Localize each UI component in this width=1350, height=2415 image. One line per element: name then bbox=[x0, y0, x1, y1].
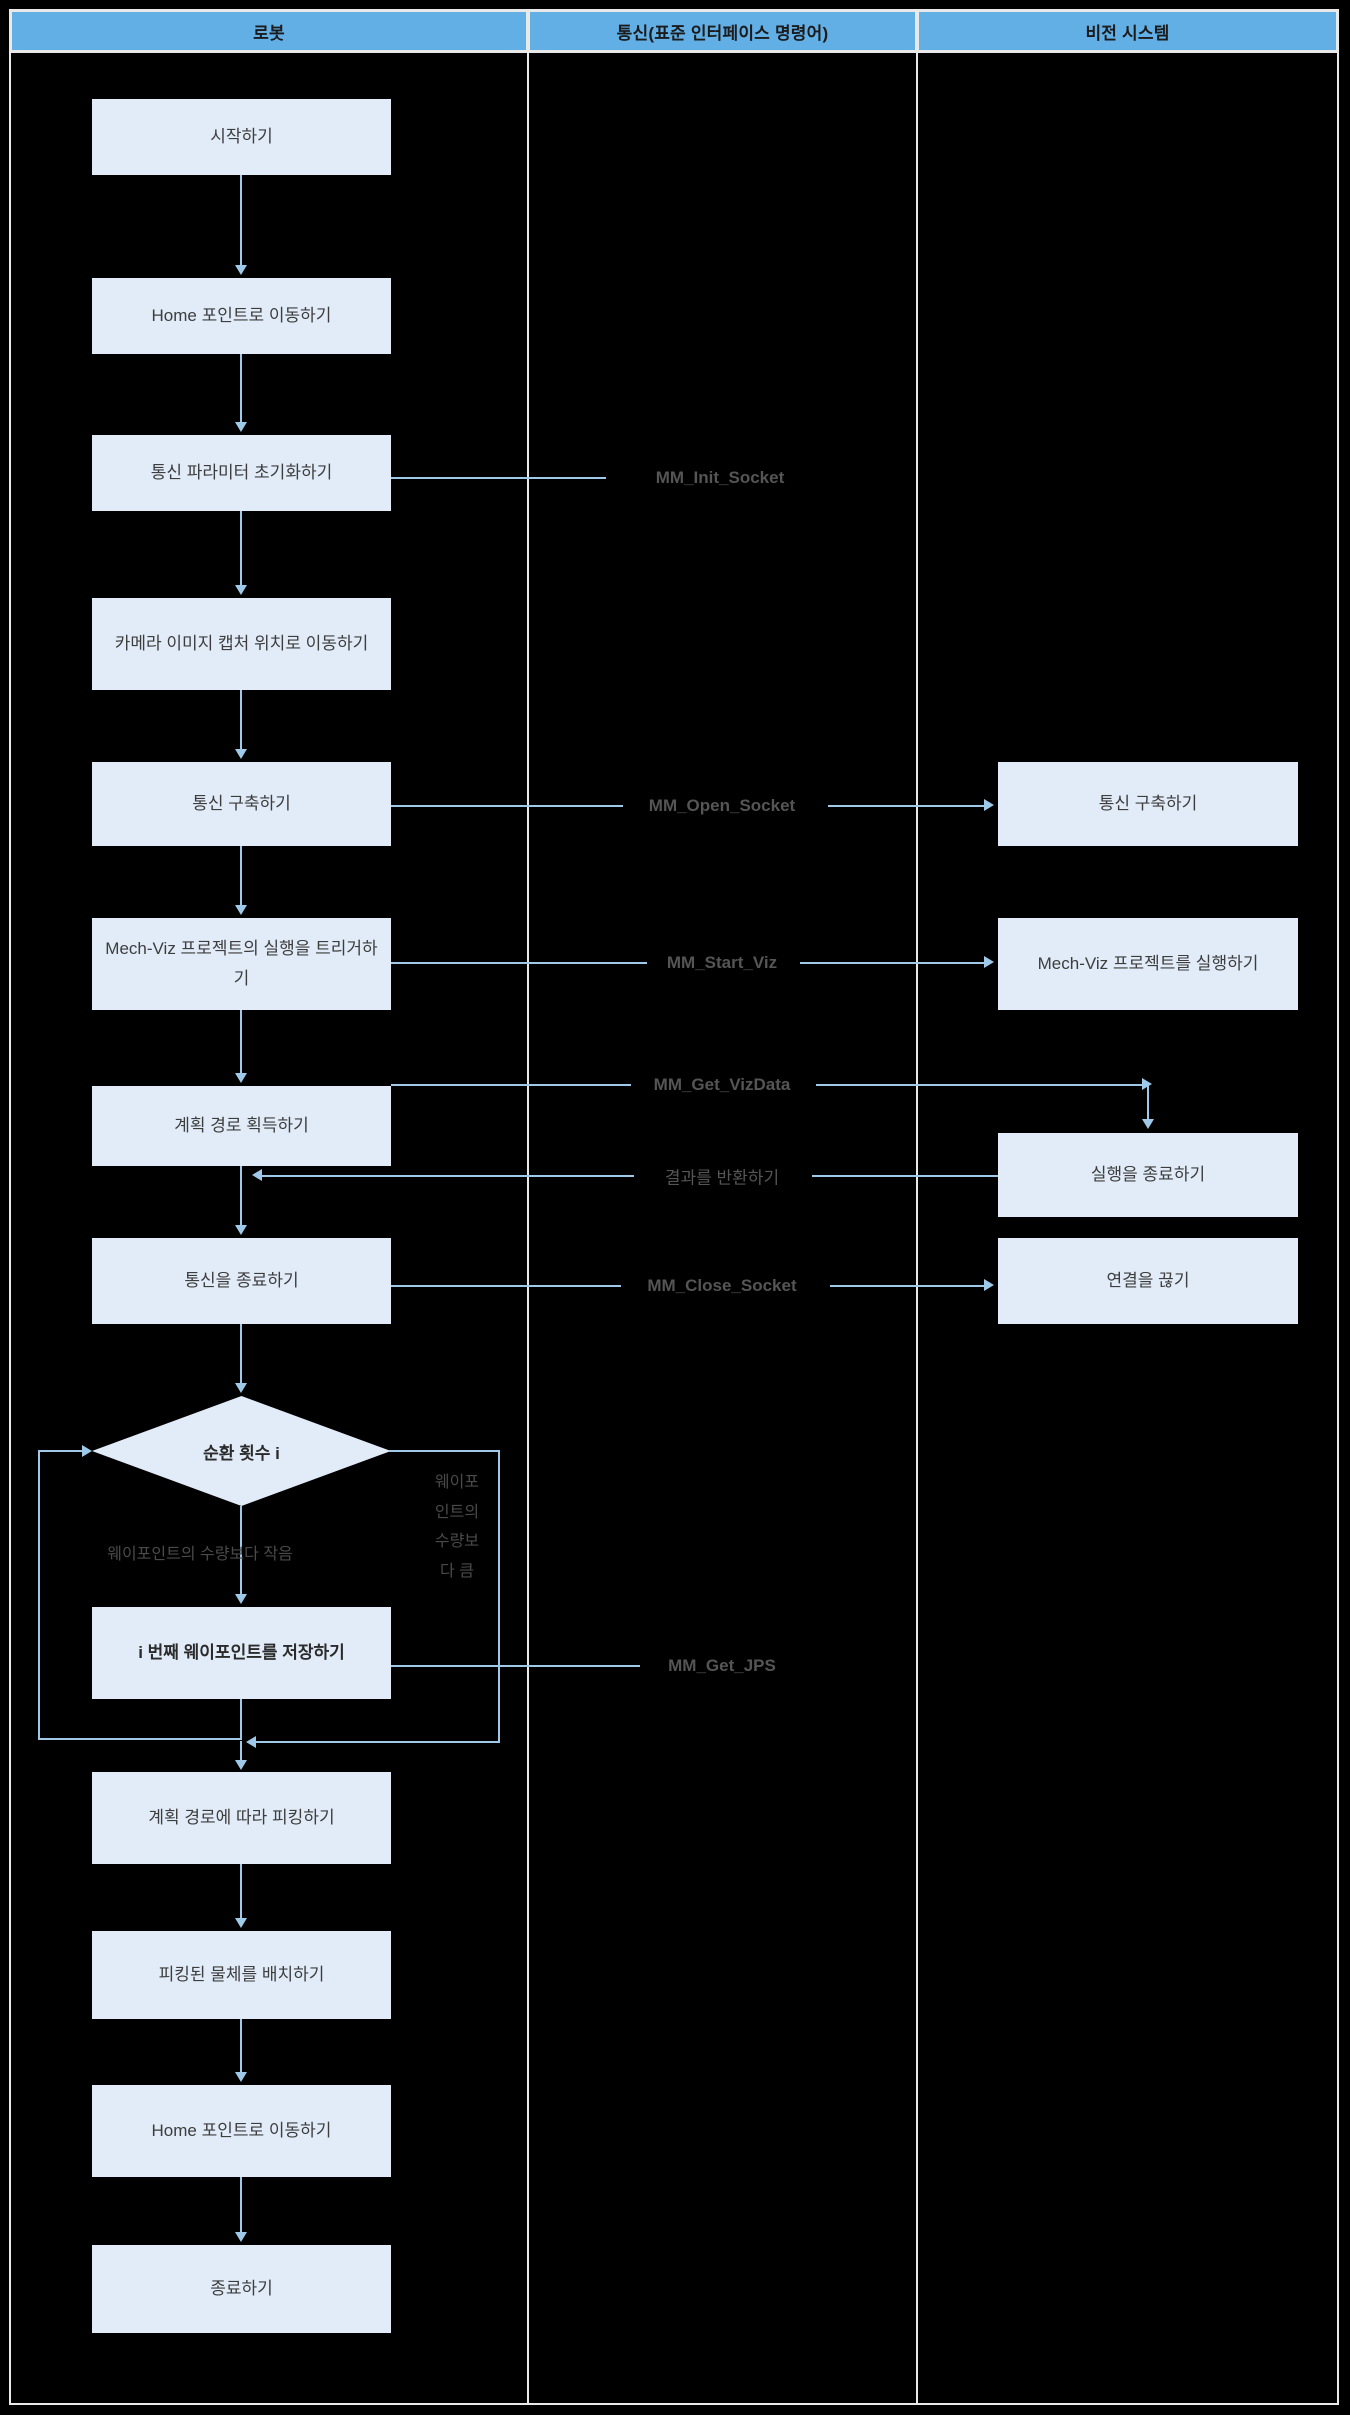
command-label-return-result: 결과를 반환하기 bbox=[660, 1163, 784, 1189]
edge-loopback-left bbox=[38, 1450, 40, 1740]
node-move-home-1[interactable]: Home 포인트로 이동하기 bbox=[92, 278, 391, 354]
edge-loopback-bottom bbox=[38, 1738, 242, 1740]
arrowhead-capture bbox=[235, 585, 247, 595]
arrowhead-home2 bbox=[235, 2072, 247, 2082]
command-label-mm-open-socket: MM_Open_Socket bbox=[644, 796, 800, 816]
node-vision-open-comm[interactable]: 통신 구축하기 bbox=[998, 762, 1298, 846]
lane-header-communication: 통신(표준 인터페이스 명령어) bbox=[529, 11, 916, 51]
arrowhead-exit bbox=[246, 1736, 256, 1748]
node-move-capture[interactable]: 카메라 이미지 캡처 위치로 이동하기 bbox=[92, 598, 391, 690]
arrowhead-getpath bbox=[235, 1073, 247, 1083]
lane-header-robot: 로봇 bbox=[11, 11, 527, 51]
edge-loopcheck-to-storewp bbox=[240, 1506, 242, 1596]
node-init-params[interactable]: 통신 파라미터 초기화하기 bbox=[92, 435, 391, 511]
node-open-comm[interactable]: 통신 구축하기 bbox=[92, 762, 391, 846]
edge-cmd-return-line-right bbox=[812, 1175, 998, 1177]
edge-exit-bottom bbox=[252, 1741, 500, 1743]
arrowhead-opencomm bbox=[235, 749, 247, 759]
lane-header-vision-system: 비전 시스템 bbox=[918, 11, 1337, 51]
node-get-path[interactable]: 계획 경로 획득하기 bbox=[92, 1086, 391, 1166]
swimlane-frame bbox=[9, 9, 1339, 2405]
edge-opencomm-to-triggerviz bbox=[240, 846, 242, 906]
command-label-mm-get-jps: MM_Get_JPS bbox=[664, 1656, 780, 1676]
arrowhead-vision-disconnect bbox=[984, 1279, 994, 1291]
node-end[interactable]: 종료하기 bbox=[92, 2245, 391, 2333]
lane-header-underline bbox=[11, 51, 1337, 53]
edge-placeobj-to-home2 bbox=[240, 2019, 242, 2073]
edge-exit-top bbox=[389, 1450, 500, 1452]
edge-cmd-close-line-left bbox=[391, 1285, 621, 1287]
arrowhead-loopcheck bbox=[235, 1383, 247, 1393]
edge-cmd-getviz-line-right bbox=[816, 1084, 1148, 1086]
node-place-object[interactable]: 피킹된 물체를 배치하기 bbox=[92, 1931, 391, 2019]
edge-exit-right bbox=[498, 1450, 500, 1742]
arrowhead-vision-run-viz bbox=[984, 956, 994, 968]
arrowhead-pickpath bbox=[235, 1760, 247, 1770]
edge-exit-into-pickpath bbox=[240, 1741, 242, 1763]
arrowhead-home1 bbox=[235, 265, 247, 275]
node-store-waypoint[interactable]: i 번째 웨이포인트를 저장하기 bbox=[92, 1607, 391, 1699]
edge-capture-to-opencomm bbox=[240, 690, 242, 750]
arrowhead-triggerviz bbox=[235, 905, 247, 915]
lane-divider-1 bbox=[527, 11, 529, 2403]
arrowhead-end bbox=[235, 2232, 247, 2242]
command-label-mm-close-socket: MM_Close_Socket bbox=[643, 1276, 801, 1296]
edge-start-to-home1 bbox=[240, 175, 242, 267]
arrowhead-loopback bbox=[82, 1445, 92, 1457]
branch-label-greater-than: 웨이포인트의 수량보다 큼 bbox=[434, 1474, 480, 1580]
edge-home2-to-end bbox=[240, 2177, 242, 2233]
node-pick-path[interactable]: 계획 경로에 따라 피킹하기 bbox=[92, 1772, 391, 1864]
edge-cmd-return-line-left bbox=[262, 1175, 634, 1177]
node-start[interactable]: 시작하기 bbox=[92, 99, 391, 175]
edge-cmd-open-line-right bbox=[828, 805, 986, 807]
lane-divider-2 bbox=[916, 11, 918, 2403]
node-vision-end-run[interactable]: 실행을 종료하기 bbox=[998, 1133, 1298, 1217]
edge-getpath-to-closecomm bbox=[240, 1166, 242, 1226]
node-vision-run-viz[interactable]: Mech-Viz 프로젝트를 실행하기 bbox=[998, 918, 1298, 1010]
command-label-mm-init-socket: MM_Init_Socket bbox=[651, 468, 789, 488]
node-move-home-2[interactable]: Home 포인트로 이동하기 bbox=[92, 2085, 391, 2177]
edge-cmd-init-line bbox=[391, 477, 606, 479]
edge-cmd-open-line-left bbox=[391, 805, 623, 807]
arrowhead-return-result bbox=[252, 1169, 262, 1181]
arrowhead-vision-open-comm bbox=[984, 799, 994, 811]
edge-cmd-startviz-line-right bbox=[800, 962, 986, 964]
node-trigger-viz[interactable]: Mech-Viz 프로젝트의 실행을 트리거하기 bbox=[92, 918, 391, 1010]
branch-label-less-than: 웨이포인트의 수량보다 작음 bbox=[107, 1546, 293, 1563]
arrowhead-init bbox=[235, 422, 247, 432]
edge-pickpath-to-placeobj bbox=[240, 1864, 242, 1920]
edge-cmd-startviz-line-left bbox=[391, 962, 647, 964]
command-label-mm-start-viz: MM_Start_Viz bbox=[662, 953, 782, 973]
arrowhead-vision-end-run bbox=[1142, 1119, 1154, 1129]
command-label-mm-get-vizdata: MM_Get_VizData bbox=[649, 1075, 795, 1095]
edge-cmd-getviz-line-left bbox=[391, 1084, 631, 1086]
arrowhead-closecomm bbox=[235, 1225, 247, 1235]
edge-home1-to-init bbox=[240, 354, 242, 424]
edge-cmd-getjps-line bbox=[391, 1665, 640, 1667]
edge-init-to-capture bbox=[240, 511, 242, 587]
edge-loopback-top bbox=[38, 1450, 88, 1452]
node-close-comm[interactable]: 통신을 종료하기 bbox=[92, 1238, 391, 1324]
edge-cmd-close-line-right bbox=[830, 1285, 986, 1287]
edge-triggerviz-to-getpath bbox=[240, 1010, 242, 1074]
arrowhead-placeobj bbox=[235, 1918, 247, 1928]
edge-closecomm-to-loopcheck bbox=[240, 1324, 242, 1384]
edge-storewp-down bbox=[240, 1699, 242, 1740]
edge-vision-runviz-to-endrun bbox=[1147, 1084, 1149, 1120]
node-vision-disconnect[interactable]: 연결을 끊기 bbox=[998, 1238, 1298, 1324]
arrowhead-storewp bbox=[235, 1594, 247, 1604]
